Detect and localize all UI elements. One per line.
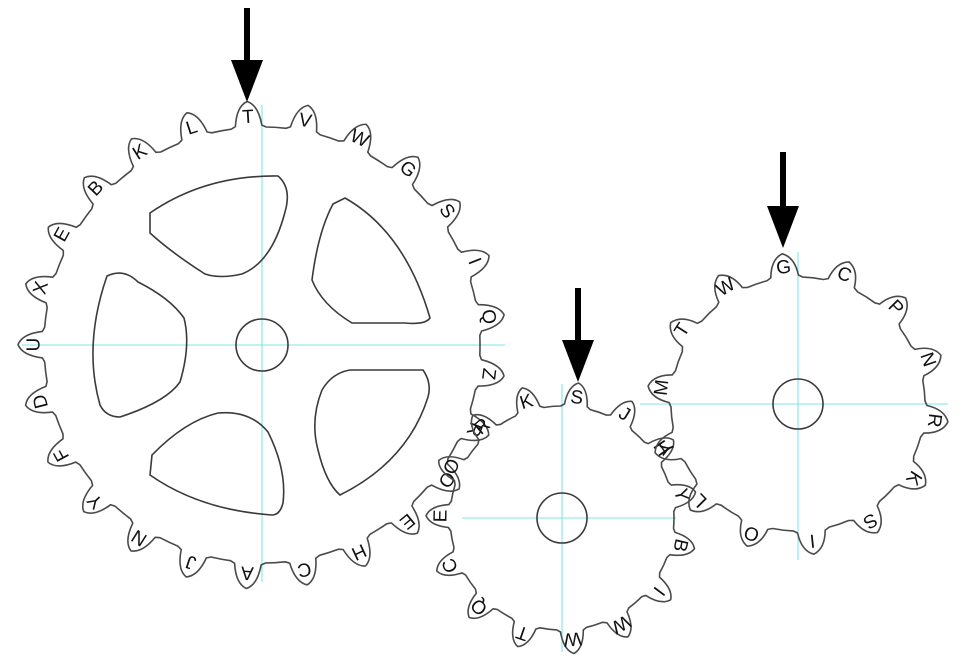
gear-large-window-bottom-right <box>314 369 430 496</box>
gear-large-letter-19: U <box>23 338 44 352</box>
gear-middle-letter-11: E <box>430 509 451 522</box>
gear-right-outline <box>647 253 949 555</box>
gear-middle-letter-10: C <box>438 555 463 576</box>
gear-large-letter-5: I <box>463 255 484 268</box>
gear-large-window-left <box>92 272 188 418</box>
gear-large-letter-12: C <box>296 557 313 580</box>
gear-large-outline <box>17 100 505 590</box>
gear-large-letter-14: J <box>183 550 199 573</box>
gear-middle-letter-5: I <box>649 582 669 599</box>
gear-right-letter-1: C <box>834 263 854 287</box>
gear-large-pointer <box>231 8 263 102</box>
gear-middle-letter-4: B <box>668 537 691 554</box>
gear-large-letter-1: V <box>297 110 314 133</box>
gear-right-letter-11: M <box>651 378 674 396</box>
gear-right-hub <box>772 378 824 430</box>
gear-middle-letter-7: W <box>563 627 583 649</box>
gear-middle-pointer <box>562 288 594 382</box>
gear-large-letter-20: X <box>30 279 54 297</box>
gear-right-pointer <box>767 152 799 248</box>
gear-large-window-bottom <box>149 411 285 516</box>
gear-middle-hub <box>536 492 588 544</box>
gear-right-letter-4: R <box>923 412 945 428</box>
gear-large-window-right <box>311 197 431 325</box>
gear-large-window-top <box>149 175 289 278</box>
gear-large-letter-0: T <box>242 107 255 129</box>
gear-right-letter-8: O <box>741 521 762 546</box>
gear-right-letter-3: N <box>915 350 939 370</box>
gear-middle-letter-0: S <box>569 387 584 409</box>
gear-middle-outline <box>425 382 697 655</box>
gear-large-hub <box>235 318 289 372</box>
gear-middle-letter-3: Y <box>669 487 692 504</box>
gear-right-letter-9: L <box>689 489 711 511</box>
gear-middle-letter-9: Q <box>467 594 492 619</box>
gear-large-letter-18: D <box>29 392 53 410</box>
gear-right-letter-7: I <box>809 529 816 550</box>
gear-large-letter-24: L <box>184 116 201 139</box>
gear-middle-letter-14: K <box>517 390 536 414</box>
gear-right-letter-0: G <box>775 257 792 279</box>
gear-large-letter-13: A <box>240 562 254 584</box>
gear-large-letter-7: Z <box>477 367 499 382</box>
gear-large-letter-6: Q <box>477 308 500 325</box>
